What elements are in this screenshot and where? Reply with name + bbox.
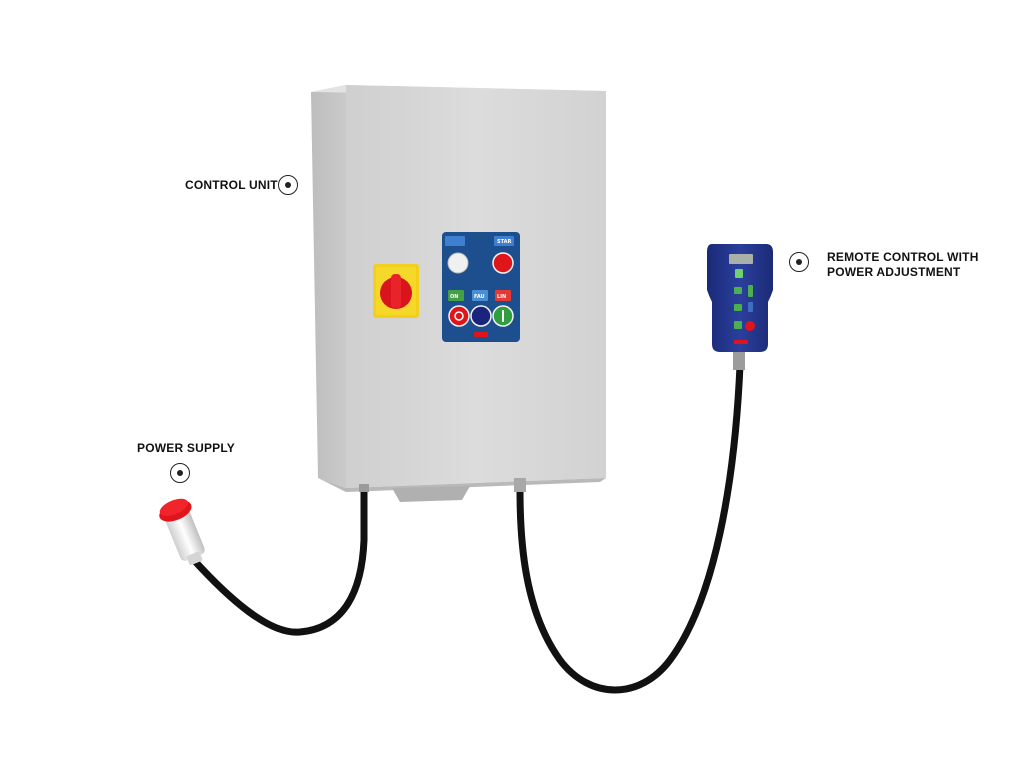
remote-cable [516,361,744,694]
power-supply-label: POWER SUPPLY [137,441,235,455]
remote-control [707,244,773,370]
svg-text:ON: ON [450,294,458,300]
power-cable [188,484,368,636]
control-unit-label: CONTROL UNIT [185,178,278,192]
remote-control-hotspot-icon[interactable] [789,252,809,272]
svg-text:STAR: STAR [497,239,511,245]
svg-text:FAU: FAU [474,294,485,300]
main-switch[interactable] [373,264,419,318]
remote-control-label-line1: REMOTE CONTROL WITH [827,250,979,264]
remote-control-label: REMOTE CONTROL WITH POWER ADJUSTMENT [827,250,979,280]
svg-text:LIN: LIN [497,294,506,300]
control-unit-hotspot-icon[interactable] [278,175,298,195]
power-supply-hotspot-icon[interactable] [170,463,190,483]
control-panel: STAR ON FAU LIN [442,232,520,342]
power-plug [159,498,205,566]
remote-control-label-line2: POWER ADJUSTMENT [827,265,961,279]
